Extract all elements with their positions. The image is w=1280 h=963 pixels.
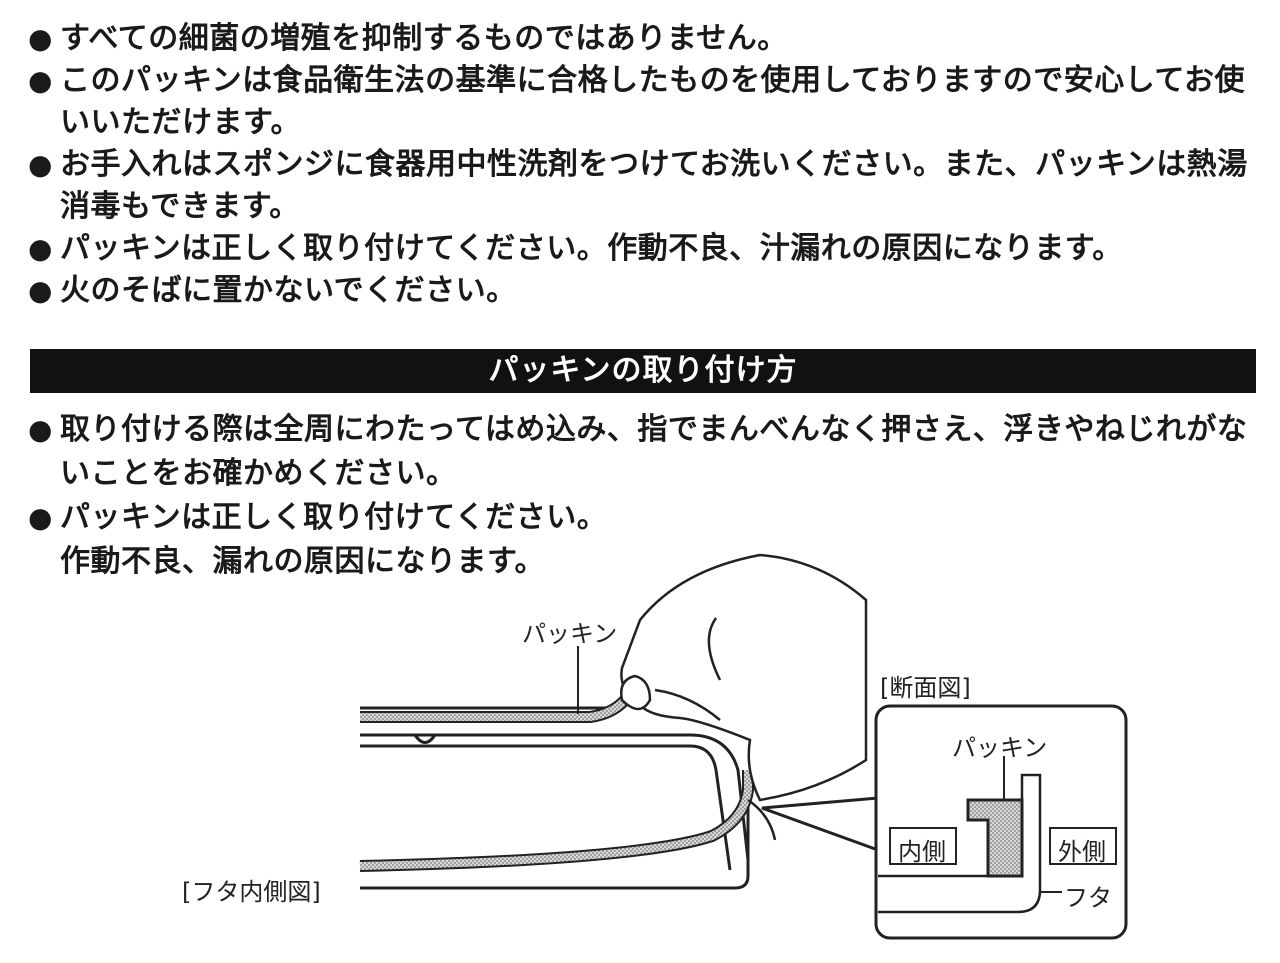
list-item: ● 火のそばに置かないでください。 — [28, 270, 1268, 312]
note-text: パッキンは正しく取り付けてください。作動不良、汁漏れの原因になります。 — [60, 231, 1123, 266]
bullet-icon: ● — [28, 501, 53, 534]
cs-packing-label: パッキン — [952, 734, 1048, 762]
packing-strip — [359, 695, 754, 872]
bullet-icon: ● — [28, 64, 53, 97]
hand-illustration — [620, 553, 868, 841]
note-text: このパッキンは食品衛生法の基準に合格したものを使用しておりますので安心してお使い… — [60, 63, 1245, 140]
notes-list: ● すべての細菌の増殖を抑制するものではありません。 ● このパッキンは食品衛生… — [28, 18, 1268, 312]
list-item: ● お手入れはスポンジに食器用中性洗剤をつけてお洗いください。また、パッキンは熱… — [28, 144, 1268, 228]
step-continuation: 作動不良、漏れの原因になります。 — [60, 544, 545, 579]
step-text: パッキンは正しく取り付けてください。 — [60, 500, 608, 535]
install-steps: ● 取り付ける際は全周にわたってはめ込み、指でまんべんなく押さえ、浮きやねじれが… — [28, 408, 1268, 584]
lid-rim — [360, 706, 750, 890]
list-item: ● 取り付ける際は全周にわたってはめ込み、指でまんべんなく押さえ、浮きやねじれが… — [28, 408, 1268, 496]
note-text: お手入れはスポンジに食器用中性洗剤をつけてお洗いください。また、パッキンは熱湯消… — [60, 147, 1248, 224]
inner-side-label: 内側 — [898, 838, 946, 866]
bullet-icon: ● — [28, 148, 53, 181]
list-item: ● パッキンは正しく取り付けてください。 — [28, 496, 1268, 540]
cross-section-label: [断面図] — [880, 674, 971, 702]
note-text: すべての細菌の増殖を抑制するものではありません。 — [60, 21, 788, 56]
bullet-icon: ● — [28, 232, 53, 265]
list-item: ● すべての細菌の増殖を抑制するものではありません。 — [28, 18, 1268, 60]
note-text: 火のそばに置かないでください。 — [60, 273, 517, 308]
packing-profile — [966, 798, 1024, 878]
section-title-bar: パッキンの取り付け方 — [30, 349, 1256, 393]
list-item: ● パッキンは正しく取り付けてください。作動不良、汁漏れの原因になります。 — [28, 228, 1268, 270]
bullet-icon: ● — [28, 22, 53, 55]
bullet-icon: ● — [28, 413, 53, 446]
list-item: ● このパッキンは食品衛生法の基準に合格したものを使用しておりますので安心してお… — [28, 60, 1268, 144]
bullet-icon: ● — [28, 274, 53, 307]
outer-side-label: 外側 — [1058, 838, 1106, 866]
callout-wedge — [761, 796, 880, 853]
packing-label: パッキン — [522, 620, 618, 648]
step-text: 取り付ける際は全周にわたってはめ込み、指でまんべんなく押さえ、浮きやねじれがない… — [60, 412, 1248, 491]
lid-label: フタ — [1064, 884, 1112, 912]
lid-inner-view-label: [フタ内側図] — [182, 878, 321, 906]
